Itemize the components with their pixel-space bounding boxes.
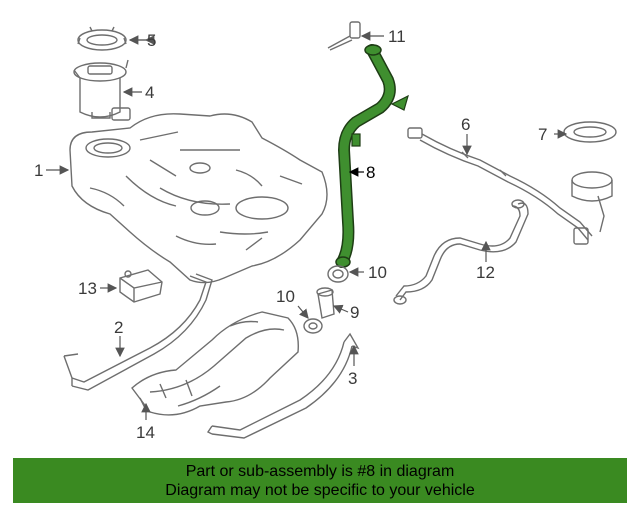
tank-strap-left-part [63,273,213,391]
callout-9: 9 [350,303,359,322]
fuel-tank-part [69,113,328,284]
vent-line-part [407,127,593,245]
seal-upper-part [327,265,349,283]
filler-pipe-part [335,44,409,268]
callout-13: 13 [78,279,97,298]
fuel-pump-module-part [73,59,131,121]
fuel-cap-part [327,21,361,51]
callout-10-lower: 10 [276,287,295,306]
callout-8: 8 [366,163,375,182]
seal-lower-part [303,318,323,334]
callout-2: 2 [114,318,123,337]
bracket-part [119,269,163,303]
callout-10-upper: 10 [368,263,387,282]
notice-line-part: Part or sub-assembly is #8 in diagram [185,462,455,480]
heat-shield-part [131,311,299,416]
callout-3: 3 [348,369,357,388]
hose-adapter-part [316,287,335,319]
diagram-notice-banner: Part or sub-assembly is #8 in diagram Di… [13,458,627,503]
callout-4: 4 [145,83,154,102]
notice-line-disclaimer: Diagram may not be specific to your vehi… [165,481,475,499]
callout-6: 6 [461,115,470,134]
leader-lines [46,31,568,420]
callout-1: 1 [34,161,43,180]
fuel-system-diagram: 5 4 1 13 2 3 14 11 8 10 9 10 6 7 12 [34,21,617,442]
callout-12: 12 [476,263,495,282]
tank-strap-right-part [206,332,360,439]
callout-14: 14 [136,423,155,442]
callout-7: 7 [538,125,547,144]
callout-11: 11 [388,27,406,46]
callout-5: 5 [147,31,156,50]
hose-part [393,199,529,305]
lock-ring-part [77,26,127,51]
